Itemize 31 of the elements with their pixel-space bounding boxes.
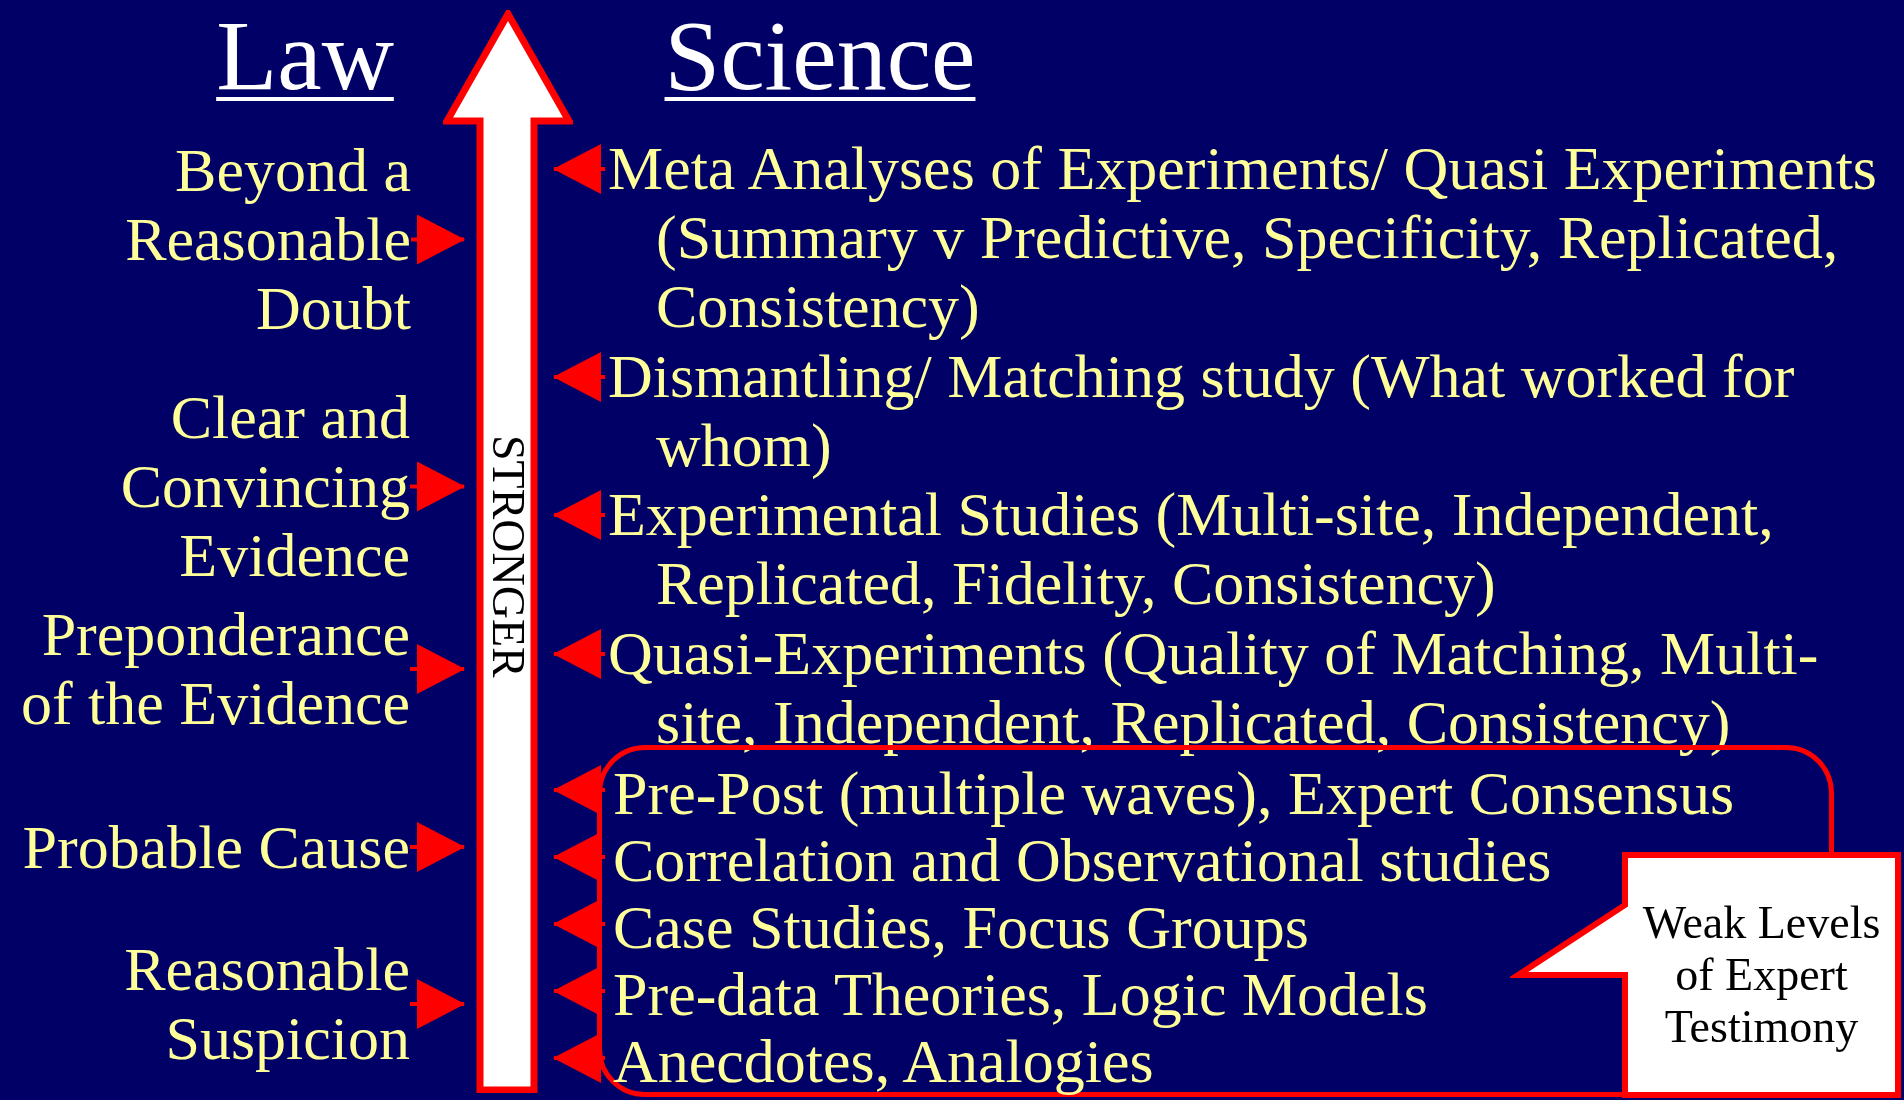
evidence-level: Dismantling/ Matching study (What worked for whom) bbox=[608, 342, 1898, 480]
column-heading: Science bbox=[664, 0, 976, 111]
pointer-arrow bbox=[410, 644, 465, 694]
standard-of-proof: Clear and Convincing Evidence bbox=[0, 383, 410, 590]
evidence-level: Quasi-Experiments (Quality of Matching, Multi-site, Independent, Replicated, Consistency) bbox=[608, 619, 1898, 757]
column-heading: Law bbox=[216, 0, 394, 111]
pointer-arrow bbox=[553, 144, 605, 194]
standard-of-proof: Preponderance of the Evidence bbox=[0, 600, 410, 738]
arrow-label: STRONGER bbox=[485, 435, 531, 678]
evidence-level: Pre-Post (multiple waves), Expert Consensus bbox=[613, 760, 1813, 826]
evidence-level: Case Studies, Focus Groups bbox=[613, 894, 1513, 960]
pointer-arrow bbox=[553, 765, 605, 815]
standard-of-proof: Reasonable Suspicion bbox=[0, 935, 410, 1073]
evidence-level: Anecdotes, Analogies bbox=[613, 1028, 1513, 1094]
pointer-arrow bbox=[553, 352, 605, 402]
pointer-arrow bbox=[553, 629, 605, 679]
evidence-level: Meta Analyses of Experiments/ Quasi Experiments (Summary v Predictive, Specificity, Replicated, Consistency) bbox=[608, 134, 1898, 341]
upward-arrow bbox=[443, 10, 573, 1093]
pointer-arrow bbox=[553, 966, 605, 1016]
standard-of-proof: Probable Cause bbox=[0, 778, 410, 916]
pointer-arrow bbox=[553, 1033, 605, 1083]
pointer-arrow bbox=[410, 822, 465, 872]
pointer-arrow bbox=[410, 461, 465, 512]
evidence-level: Pre-data Theories, Logic Models bbox=[613, 961, 1513, 1027]
pointer-arrow bbox=[410, 979, 465, 1029]
pointer-arrow bbox=[411, 214, 465, 265]
pointer-arrow bbox=[553, 490, 605, 540]
evidence-level: Experimental Studies (Multi-site, Independent, Replicated, Fidelity, Consistency) bbox=[608, 480, 1898, 618]
pointer-arrow bbox=[553, 832, 605, 882]
standard-of-proof: Beyond a Reasonable Doubt bbox=[0, 136, 411, 343]
pointer-arrow bbox=[553, 899, 605, 949]
